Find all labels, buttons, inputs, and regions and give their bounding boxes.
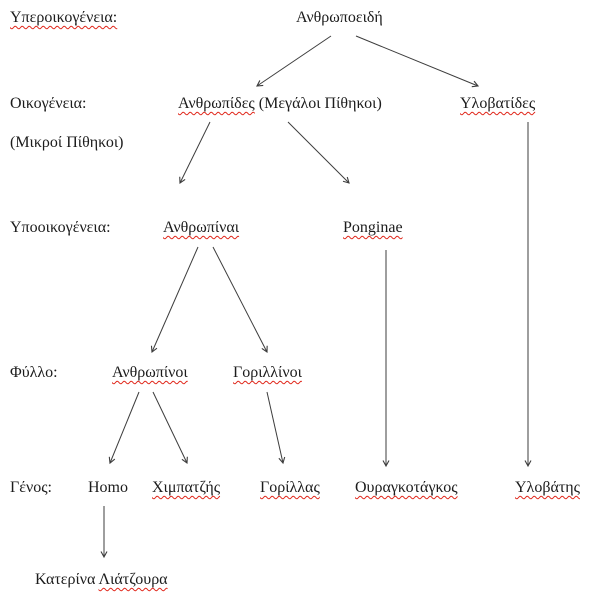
arrow-homininae-to-hominini — [150, 246, 199, 354]
node-hominidae-name: Ανθρωπίδες — [178, 95, 255, 112]
arrow-hominidae-to-ponginae — [287, 121, 350, 184]
node-gibbon: Υλοβάτης — [515, 479, 580, 496]
node-hominoidea: Ανθρωποειδή — [296, 9, 383, 26]
node-homininae: Ανθρωπίναι — [163, 219, 240, 236]
node-orangutan: Ουραγκοτάγκος — [355, 479, 458, 496]
node-gorillini: Γοριλλίνοι — [233, 364, 302, 381]
node-chimpanzee: Χιμπατζής — [152, 479, 221, 496]
node-gorilla: Γορίλλας — [260, 479, 320, 496]
node-hylobatidae: Υλοβατίδες — [460, 95, 536, 112]
arrow-hominoidea-to-hylobatidae — [355, 35, 480, 88]
node-person-last-name: Λιάτζουρα — [98, 571, 168, 588]
rank-label-family: Οικογένεια: — [10, 95, 87, 112]
arrow-homininae-to-gorillini — [212, 246, 268, 354]
rank-label-genus: Γένος: — [10, 479, 52, 496]
node-hominini: Ανθρωπίνοι — [112, 364, 188, 381]
node-person: Κατερίνα Λιάτζουρα — [35, 570, 168, 589]
node-ponginae: Ponginae — [343, 219, 403, 236]
node-hominidae: Ανθρωπίδες (Μεγάλοι Πίθηκοι) — [178, 94, 382, 113]
arrow-hominini-to-homo — [108, 391, 140, 465]
rank-label-subfamily: Υποοικογένεια: — [10, 219, 111, 236]
rank-label-family-note: (Μικροί Πίθηκοι) — [10, 134, 124, 151]
arrow-gorillini-to-gorilla — [266, 391, 286, 465]
node-person-first-name: Κατερίνα — [35, 571, 99, 588]
rank-label-tribe: Φύλλο: — [10, 364, 58, 381]
node-homo: Homo — [88, 479, 128, 496]
node-hominidae-note: (Μεγάλοι Πίθηκοι) — [254, 95, 382, 112]
arrow-hominidae-to-homininae — [179, 121, 211, 185]
arrow-hominini-to-chimpanzee — [152, 391, 188, 465]
arrow-hominoidea-to-hominidae — [256, 35, 332, 87]
rank-label-superfamily: Υπεροικογένεια: — [10, 9, 118, 26]
